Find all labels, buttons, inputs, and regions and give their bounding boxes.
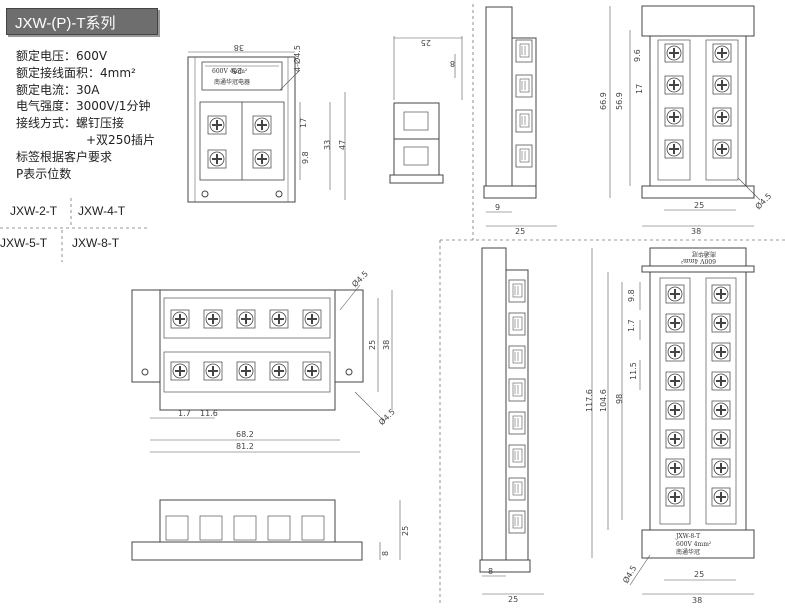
model-jxw-5-t: JXW-5-T <box>0 236 48 250</box>
spec-wire-area: 额定接线面积：4mm² <box>16 65 136 80</box>
dim-812: 81.2 <box>236 442 254 451</box>
dim-45: Ø4.5 <box>753 191 774 212</box>
dim-38d: 38 <box>692 596 702 605</box>
dim-45b: Ø4.5 <box>350 269 371 290</box>
lbl2a: 600V 4mm² <box>212 68 248 75</box>
dim-98: 9.8 <box>301 151 310 164</box>
spec-voltage: 额定电压：600V <box>16 49 108 63</box>
lbl8b: 600V 4mm² <box>676 541 712 548</box>
jxw-2-t-top-view: 600V 4mm² 南通华冠电器 38 25 4-Ø4.5 17 9.8 33 … <box>187 43 347 203</box>
dim-47: 47 <box>338 140 347 150</box>
lbl8c: 南通华冠 <box>676 548 700 556</box>
dim-98b: 9.8 <box>627 289 636 302</box>
dim-17c: 1.7 <box>178 409 191 418</box>
jxw-4-t-side-view: 9 25 <box>483 6 557 236</box>
dim-25d: 25 <box>694 201 704 210</box>
spec-wiring: 接线方式：螺钉压接 <box>16 116 125 131</box>
spec-label-note: 标签根据客户要求 <box>16 149 113 164</box>
dim-25h: 25 <box>694 570 704 579</box>
dim-96: 9.6 <box>633 49 642 62</box>
dim-25g: 25 <box>508 595 518 604</box>
dim-17d: 1.7 <box>627 319 636 332</box>
dim-17: 17 <box>299 118 308 128</box>
dim-25: 25 <box>232 66 242 75</box>
dim-116: 11.6 <box>200 409 218 418</box>
dim-25e: 25 <box>368 340 377 350</box>
spec-current: 额定电流：30A <box>16 82 100 97</box>
dim-115: 11.5 <box>629 362 638 380</box>
lbl2b: 南通华冠电器 <box>214 78 250 86</box>
series-title: JXW-(P)-T系列 <box>15 15 116 32</box>
spec-wiring-extra: +双250插片 <box>86 132 155 147</box>
dim-669: 66.9 <box>599 92 608 110</box>
jxw-8-t-side-view: 8 25 <box>479 247 544 604</box>
jxw-8-t-top-view: 南通华冠 600V 4mm² JXW-8-T 600V 4mm² 南通华冠 <box>585 247 755 605</box>
dim-1176: 117.6 <box>585 389 594 412</box>
dim-682: 68.2 <box>236 430 254 439</box>
dim-33: 33 <box>323 140 332 150</box>
jxw-2-t-side-view: 25 8 <box>389 36 463 184</box>
dim-8c: 8 <box>488 567 493 576</box>
dim-hole: 4-Ø4.5 <box>292 45 302 72</box>
dim-45d: Ø4.5 <box>620 563 638 584</box>
dim-8: 8 <box>450 59 455 68</box>
lbl8top2: 600V 4mm² <box>680 257 716 264</box>
dim-38c: 38 <box>382 340 391 350</box>
series-title-box: JXW-(P)-T系列 <box>6 8 158 35</box>
model-jxw-4-t: JXW-4-T <box>78 204 126 218</box>
dim-38b: 38 <box>691 227 701 236</box>
lbl8a: JXW-8-T <box>675 533 700 540</box>
jxw-5-t-top-view: 25 38 1.7 11.6 68.2 81.2 Ø4.5 Ø4.5 <box>131 269 397 453</box>
dim-8b: 8 <box>381 551 390 556</box>
spec-list: 额定电压：600V 额定接线面积：4mm² 额定电流：30A 电气强度：3000… <box>16 48 155 182</box>
dim-1046: 104.6 <box>599 389 608 412</box>
lbl8top3: 南通华冠 <box>692 250 716 258</box>
jxw-4-t-top-view: 9.6 17 56.9 66.9 25 38 Ø4.5 <box>599 5 774 236</box>
dim-17b: 17 <box>635 84 644 94</box>
spec-dielectric: 电气强度：3000V/1分钟 <box>16 99 151 114</box>
dim-569: 56.9 <box>615 92 624 110</box>
dim-25c: 25 <box>515 227 525 236</box>
dim-25f: 25 <box>401 526 410 536</box>
dim-98c: 98 <box>615 394 624 404</box>
jxw-5-t-side-view: 25 8 <box>131 499 410 561</box>
dim-25b: 25 <box>421 38 431 47</box>
layout-separators <box>0 4 785 606</box>
spec-p-note: P表示位数 <box>16 166 72 181</box>
model-jxw-8-t: JXW-8-T <box>72 236 120 250</box>
dim-38: 38 <box>234 43 244 52</box>
dim-9: 9 <box>495 203 500 212</box>
model-jxw-2-t: JXW-2-T <box>10 204 58 218</box>
